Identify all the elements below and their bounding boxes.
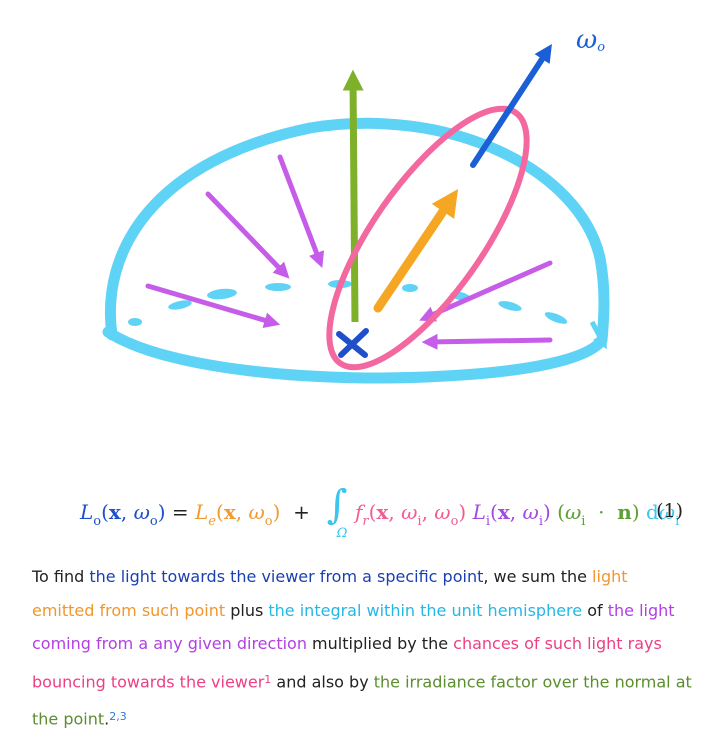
incoming-ray-3 [277,154,325,268]
equation-body: Lo(x, ωo) = Le(x, ωo) + ∫Ω fr(x, ωi, ωo)… [80,482,680,541]
highlight-brdf: chances of such light rays bouncing towa… [32,634,662,691]
text-segment: of [582,600,608,620]
eq-emitted-radiance: Le(x, ωo) [195,500,281,529]
rendering-equation-diagram: ωo [102,25,610,384]
text-segment: To find [32,567,90,586]
hemisphere-back-dashes [128,280,568,326]
hemisphere-dome [104,117,610,346]
equation-number: (1) [656,500,683,522]
eq-brdf: fr(x, ωi, ωo) [354,500,467,529]
hemisphere-base [102,326,608,384]
highlight-incoming-light: the light coming from a any given direct… [32,600,675,654]
highlight-outgoing-light: the light towards the viewer from a spec… [89,567,484,586]
brdf-lobe [326,105,530,371]
text-segment: . [104,709,110,729]
highlight-irradiance: the irradiance factor over the normal at… [32,671,692,729]
outgoing-direction-arrow [470,43,552,168]
text-segment: multiplied by the [306,634,454,653]
eq-integral: ∫Ω [326,482,348,541]
text-segment: and also by [271,671,374,691]
surface-normal-arrow [342,69,364,323]
omega-o-label: ωo [576,25,605,55]
hemisphere-base-arrow [589,320,607,350]
incoming-ray-5 [421,333,553,350]
emitted-light-arrow [373,189,459,313]
text-segment: plus [225,600,269,620]
incoming-ray-2 [205,191,290,279]
eq-plus: + [286,500,317,524]
highlight-emitted-light: light emitted from such point [32,567,628,620]
surface-point-marker [336,328,369,358]
footnote-ref-2-3[interactable]: 2,3 [109,710,127,724]
eq-outgoing-radiance: Lo(x, ωo) [80,500,166,529]
explanation-paragraph: To find the light towards the viewer fro… [32,560,692,736]
footnote-ref-1[interactable]: 1 [264,672,272,686]
eq-incoming-radiance: Li(x, ωi) [472,500,551,529]
incoming-ray-1 [145,283,281,328]
highlight-integral: the integral within the unit hemisphere [268,600,583,620]
text-segment: , we sum the [483,567,593,586]
rendering-equation: Lo(x, ωo) = Le(x, ωo) + ∫Ω fr(x, ωi, ωo)… [0,482,725,548]
eq-differential: dωi [645,500,680,529]
eq-cosine-term: (ωi · n) [557,500,640,529]
eq-equals: = [171,500,189,524]
